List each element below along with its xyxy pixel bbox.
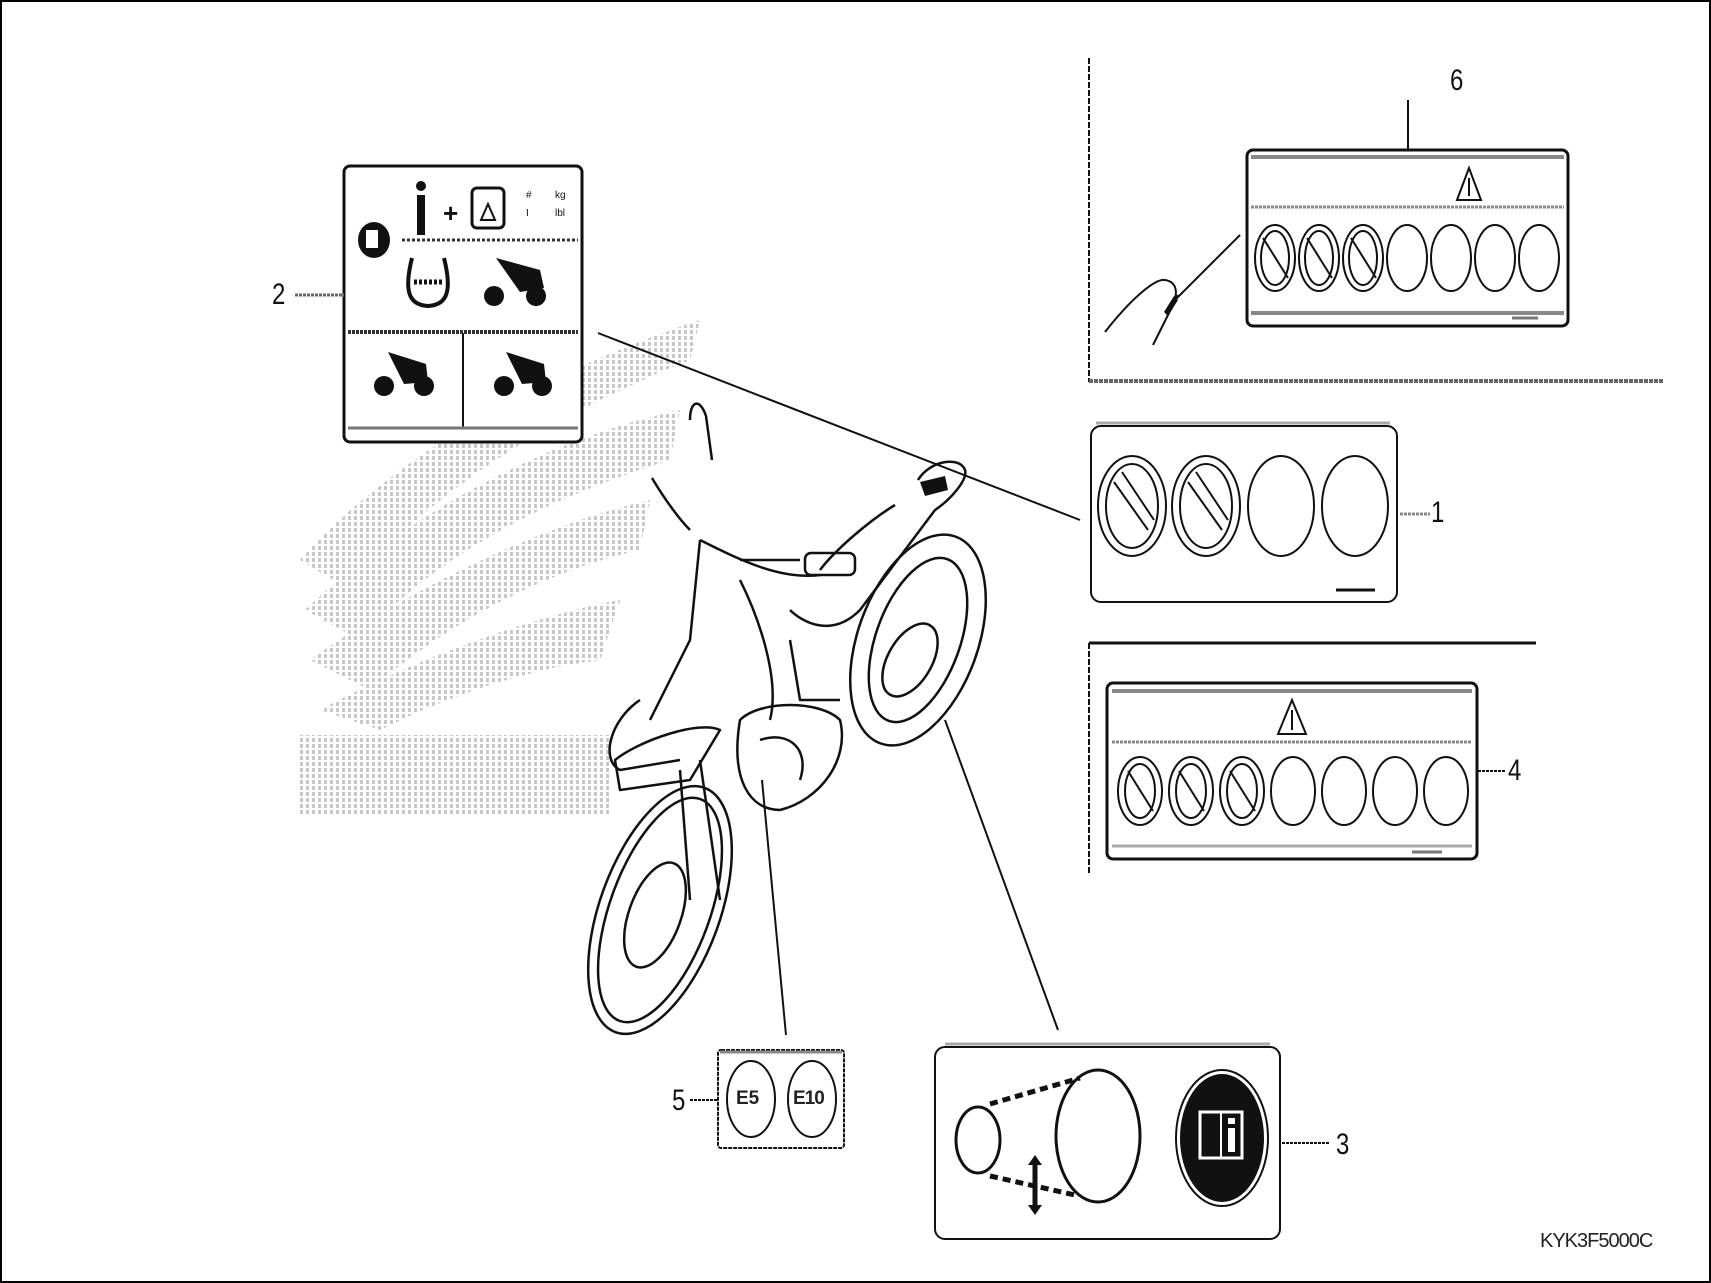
sprocket-small-icon <box>954 1105 1002 1175</box>
label-1-panel <box>1090 421 1430 603</box>
svg-text:+: + <box>443 198 458 228</box>
honda-wing-watermark <box>300 320 700 815</box>
label-3-chain-panel <box>934 1042 1330 1240</box>
fuel-e5-icon <box>726 1060 776 1138</box>
fuel-e5-text: E5 <box>736 1088 760 1109</box>
rider-icon <box>417 195 425 235</box>
tire-pressure-icon <box>406 257 450 309</box>
callout-1: 1 <box>1431 496 1445 529</box>
callout-6: 6 <box>1450 64 1464 97</box>
fuel-e10-text: E10 <box>793 1088 825 1109</box>
label-4-warning-panel <box>1105 681 1505 861</box>
fuel-e10-icon <box>787 1060 837 1138</box>
svg-text:lbl: lbl <box>555 208 565 219</box>
warning-triangle-icon <box>1276 697 1308 735</box>
motorcycle-icon <box>484 258 546 306</box>
svg-text:kg: kg <box>555 190 566 201</box>
svg-text:#: # <box>526 190 532 201</box>
luggage-icon <box>470 186 506 230</box>
callout-4: 4 <box>1508 754 1522 787</box>
label-5-fuel-panel <box>690 1049 845 1149</box>
label-6-warning-panel <box>1104 100 1570 346</box>
sprocket-large-icon <box>1054 1068 1142 1204</box>
callout-3: 3 <box>1336 1128 1350 1161</box>
warning-triangle-icon <box>1455 165 1483 201</box>
drawing-code: KYK3F5000C <box>1540 1230 1653 1252</box>
motorcycle-illustration <box>586 402 988 1036</box>
callout-2: 2 <box>272 278 286 311</box>
svg-text:I: I <box>526 208 529 219</box>
callout-5: 5 <box>672 1084 686 1117</box>
